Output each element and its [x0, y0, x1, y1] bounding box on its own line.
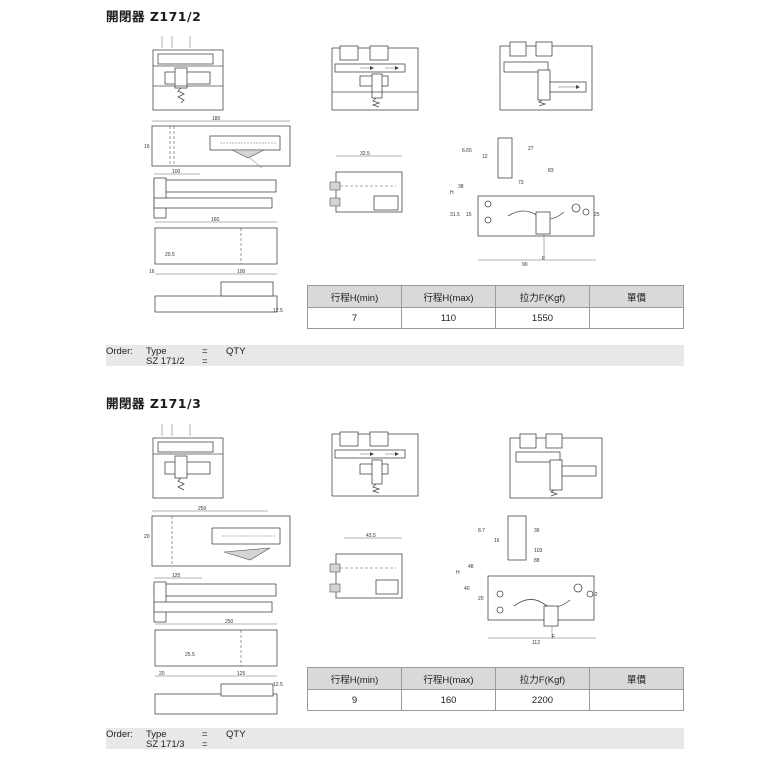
dim-length: 180 [212, 116, 221, 122]
cell-unit-price [589, 307, 684, 329]
part-side-view: 100 [153, 169, 277, 219]
order-label: Order: [106, 729, 133, 740]
cell-unit-price [589, 689, 684, 711]
dim-m4: 83 [548, 168, 554, 174]
col-stroke-min: 行程H(min) [307, 285, 402, 308]
dim-side: 16 [144, 144, 150, 150]
dim-side-a2: 20 [159, 671, 165, 677]
cell-stroke-max: 160 [401, 689, 496, 711]
dim-m9: 25 [594, 212, 600, 218]
order-type: Type [146, 346, 167, 357]
dim-pitch: 32.5 [360, 151, 370, 157]
part-top-view: 250 20 [144, 506, 291, 567]
order-qty: QTY [226, 729, 246, 740]
spec-table: 行程H(min) 行程H(max) 拉力F(Kgf) 單價 9 160 2200 [307, 667, 684, 711]
order-bar: Order: Type = QTY SZ 171/2 = [106, 345, 684, 367]
assembly-drawing-right [499, 41, 593, 111]
assembly-drawing-right [509, 433, 603, 499]
assembly-drawing-mid [331, 431, 419, 497]
col-stroke-max: 行程H(max) [401, 285, 496, 308]
assembly-drawing-front [152, 424, 224, 499]
dim-m7: 31.5 [450, 212, 460, 218]
dim-pitch: 43.5 [366, 533, 376, 539]
part-top-view: 180 16 [144, 116, 291, 169]
col-pull-force: 拉力F(Kgf) [495, 667, 590, 690]
dim-len-c: 160 [211, 217, 220, 223]
order-type: Type [146, 729, 167, 740]
order-model: SZ 171/2 [146, 356, 185, 367]
dim-len-d: 100 [237, 269, 246, 275]
spec-table: 行程H(min) 行程H(max) 拉力F(Kgf) 單價 7 110 1550 [307, 285, 684, 329]
dim-m5: 38 [458, 184, 464, 190]
dim-m3: 27 [528, 146, 534, 152]
order-label: Order: [106, 346, 133, 357]
pin-detail: 43.5 [329, 533, 403, 599]
dim-m5: 48 [468, 564, 474, 570]
table-row: 9 160 2200 [307, 689, 684, 711]
dim-H: H [456, 570, 460, 576]
col-stroke-max: 行程H(max) [401, 667, 496, 690]
dim-side: 20 [144, 534, 150, 540]
dim-m7: 40 [464, 586, 470, 592]
dim-m6: 88 [534, 558, 540, 564]
dim-len-c: 250 [225, 619, 234, 625]
dim-H: H [450, 190, 454, 196]
dim-len-b: 125 [172, 573, 181, 579]
col-unit-price: 單價 [589, 667, 684, 690]
dim-length: 250 [198, 506, 207, 512]
mechanism-detail: 6.65 12 27 83 38 73 31.5 15 25 90 H F [450, 137, 600, 268]
dim-F: F [542, 256, 545, 262]
dim-m10: 90 [522, 262, 528, 268]
dim-m8: 20 [478, 596, 484, 602]
cell-stroke-min: 9 [307, 689, 402, 711]
cell-stroke-min: 7 [307, 307, 402, 329]
part-arm-view: 160 20.5 16 100 12.5 [149, 217, 283, 314]
pin-detail: 32.5 [329, 151, 403, 213]
order-eq: = [202, 729, 208, 740]
order-eq2: = [202, 356, 208, 367]
cell-pull-force: 2200 [495, 689, 590, 711]
section-title: 開閉器 Z171/3 [106, 396, 202, 411]
cell-pull-force: 1550 [495, 307, 590, 329]
dim-side-a2: 16 [149, 269, 155, 275]
dim-m1: 8.7 [478, 528, 485, 534]
order-eq2: = [202, 739, 208, 750]
dim-m6: 73 [518, 180, 524, 186]
assembly-drawing-front [152, 36, 224, 111]
dim-F: F [552, 634, 555, 640]
col-unit-price: 單價 [589, 285, 684, 308]
dim-m9: 32 [592, 592, 598, 598]
part-side-view: 125 [153, 573, 277, 623]
order-qty: QTY [226, 346, 246, 357]
order-bar: Order: Type = QTY SZ 171/3 = [106, 728, 684, 750]
dim-m10: 112 [532, 640, 540, 646]
dim-side-c: 12.5 [273, 308, 283, 314]
dim-side-b: 20.5 [165, 252, 175, 258]
assembly-drawing-mid [331, 45, 419, 111]
dim-side-b: 25.5 [185, 652, 195, 658]
col-stroke-min: 行程H(min) [307, 667, 402, 690]
dim-len-d: 125 [237, 671, 246, 677]
table-row: 7 110 1550 [307, 307, 684, 329]
dim-m1: 6.65 [462, 148, 472, 154]
dim-m3: 36 [534, 528, 540, 534]
dim-m8: 15 [466, 212, 472, 218]
section-title: 開閉器 Z171/2 [106, 9, 202, 24]
cell-stroke-max: 110 [401, 307, 496, 329]
col-pull-force: 拉力F(Kgf) [495, 285, 590, 308]
dim-side-c: 12.5 [273, 682, 283, 688]
dim-m4: 103 [534, 548, 543, 554]
mechanism-detail: 8.7 16 36 103 48 88 40 20 32 112 H F [456, 515, 598, 646]
dim-m2: 12 [482, 154, 488, 160]
dim-len-b: 100 [172, 169, 181, 175]
part-arm-view: 250 25.5 20 125 12.5 [154, 619, 283, 715]
order-model: SZ 171/3 [146, 739, 185, 750]
order-eq: = [202, 346, 208, 357]
dim-m2: 16 [494, 538, 500, 544]
